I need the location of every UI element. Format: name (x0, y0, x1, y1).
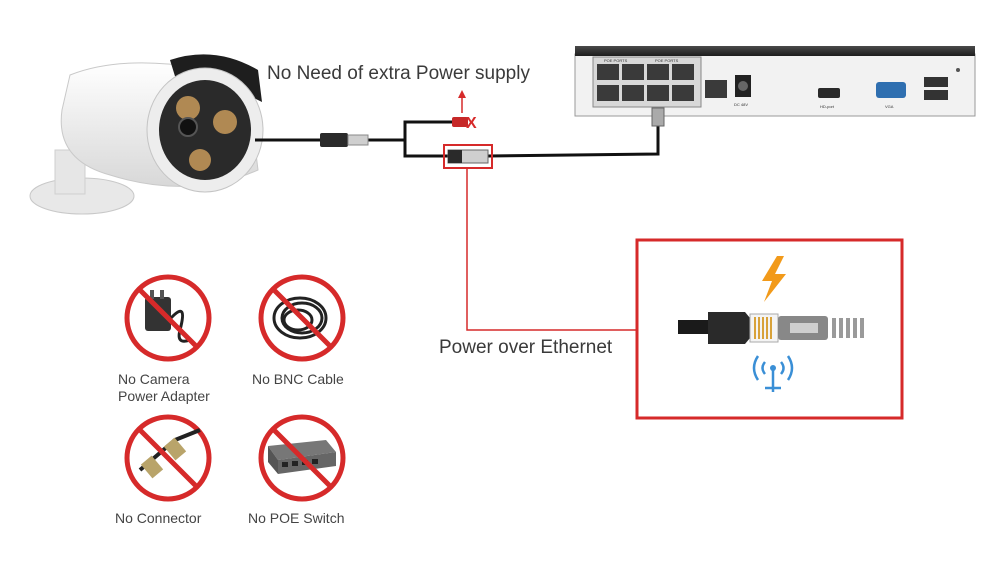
caption-line1: No Connector (115, 510, 202, 526)
bnc-cable-icon (272, 296, 328, 340)
bullet-camera (29, 54, 264, 215)
hdmi-label: HD-port (820, 104, 835, 109)
caption-no-poe-switch: No POE Switch (248, 510, 344, 527)
diagram-title: No Need of extra Power supply (267, 63, 530, 84)
usb-port-1 (924, 77, 948, 87)
callout-line (466, 168, 637, 331)
camera-cable-connector (320, 133, 348, 147)
power-adapter-icon (145, 297, 171, 331)
usb-port-2 (924, 90, 948, 100)
no-bnc-cable-sign (258, 274, 346, 362)
caption-no-power-adapter: No Camera Power Adapter (118, 371, 210, 405)
bnc-connector-icon (138, 428, 201, 479)
vga-label: VGA (885, 104, 894, 109)
no-connector-sign (124, 414, 212, 502)
poe-port-grid (597, 64, 694, 101)
caption-no-bnc-cable: No BNC Cable (252, 371, 344, 388)
rj45-plug-large-icon (678, 312, 864, 344)
vga-port (876, 82, 906, 98)
arrow-up-icon (458, 90, 466, 98)
dc-pigtail-icon (452, 117, 468, 127)
poe-ports-label-1: POE PORTS (604, 58, 628, 63)
no-power-adapter-sign (124, 274, 212, 362)
ethernet-cable (255, 120, 660, 158)
caption-line2: Power Adapter (118, 388, 210, 404)
caption-no-connector: No Connector (115, 510, 201, 527)
lightning-bolt-icon (762, 256, 786, 302)
lan-port (705, 80, 727, 98)
caption-line1: No BNC Cable (252, 371, 344, 387)
poe-label: Power over Ethernet (439, 337, 613, 358)
no-poe-switch-sign (258, 414, 346, 502)
signal-tower-icon (752, 355, 794, 392)
hdmi-port (818, 88, 840, 98)
dc-power-label: DC 48V (734, 102, 748, 107)
poe-ports-label-2: POE PORTS (655, 58, 679, 63)
poe-highlight-box (443, 144, 493, 169)
caption-line1: No POE Switch (248, 510, 345, 526)
cross-mark-icon: X (466, 115, 477, 132)
caption-line1: No Camera (118, 371, 190, 387)
nvr-recorder: POE PORTS POE PORTS DC 48V HD-port VGA (574, 46, 976, 117)
